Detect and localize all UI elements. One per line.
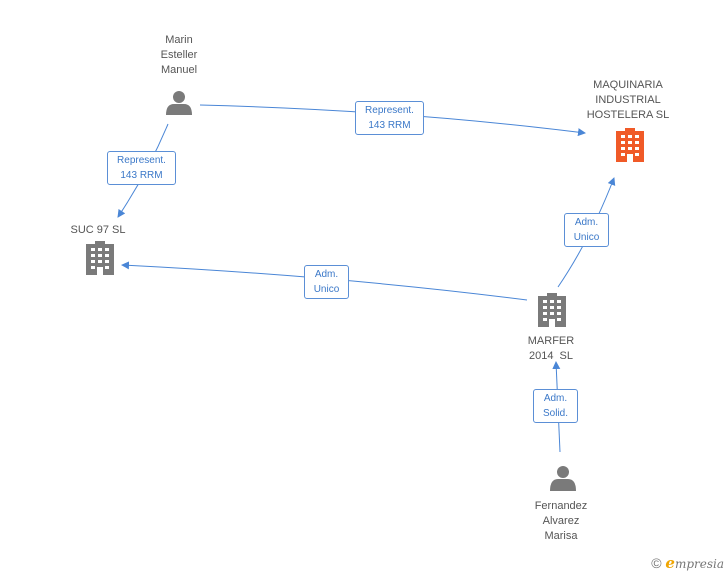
node-label-marfer: MARFER 2014 SL bbox=[527, 335, 575, 362]
person-icon[interactable] bbox=[166, 91, 192, 115]
node-label-marin: Marin Esteller Manuel bbox=[160, 34, 198, 76]
building-icon[interactable] bbox=[616, 128, 644, 162]
edge-label-fernandez-marfer: Adm. Solid. bbox=[533, 389, 578, 423]
node-label-maquinaria: MAQUINARIA INDUSTRIAL HOSTELERA SL bbox=[586, 79, 670, 121]
person-icon[interactable] bbox=[550, 466, 576, 491]
edge-label-marin-maquinaria: Represent. 143 RRM bbox=[355, 101, 424, 135]
edge-label-marfer-maquinaria: Adm. Unico bbox=[564, 213, 609, 247]
building-icon[interactable] bbox=[538, 293, 566, 327]
node-label-fernandez: Fernandez Alvarez Marisa bbox=[534, 500, 588, 542]
building-icon[interactable] bbox=[86, 241, 114, 275]
brand-logo: © empresia bbox=[651, 554, 724, 572]
edge-label-marin-suc97: Represent. 143 RRM bbox=[107, 151, 176, 185]
copyright-icon: © bbox=[651, 555, 662, 571]
node-label-suc97: SUC 97 SL bbox=[70, 224, 126, 236]
edge-label-marfer-suc97: Adm. Unico bbox=[304, 265, 349, 299]
